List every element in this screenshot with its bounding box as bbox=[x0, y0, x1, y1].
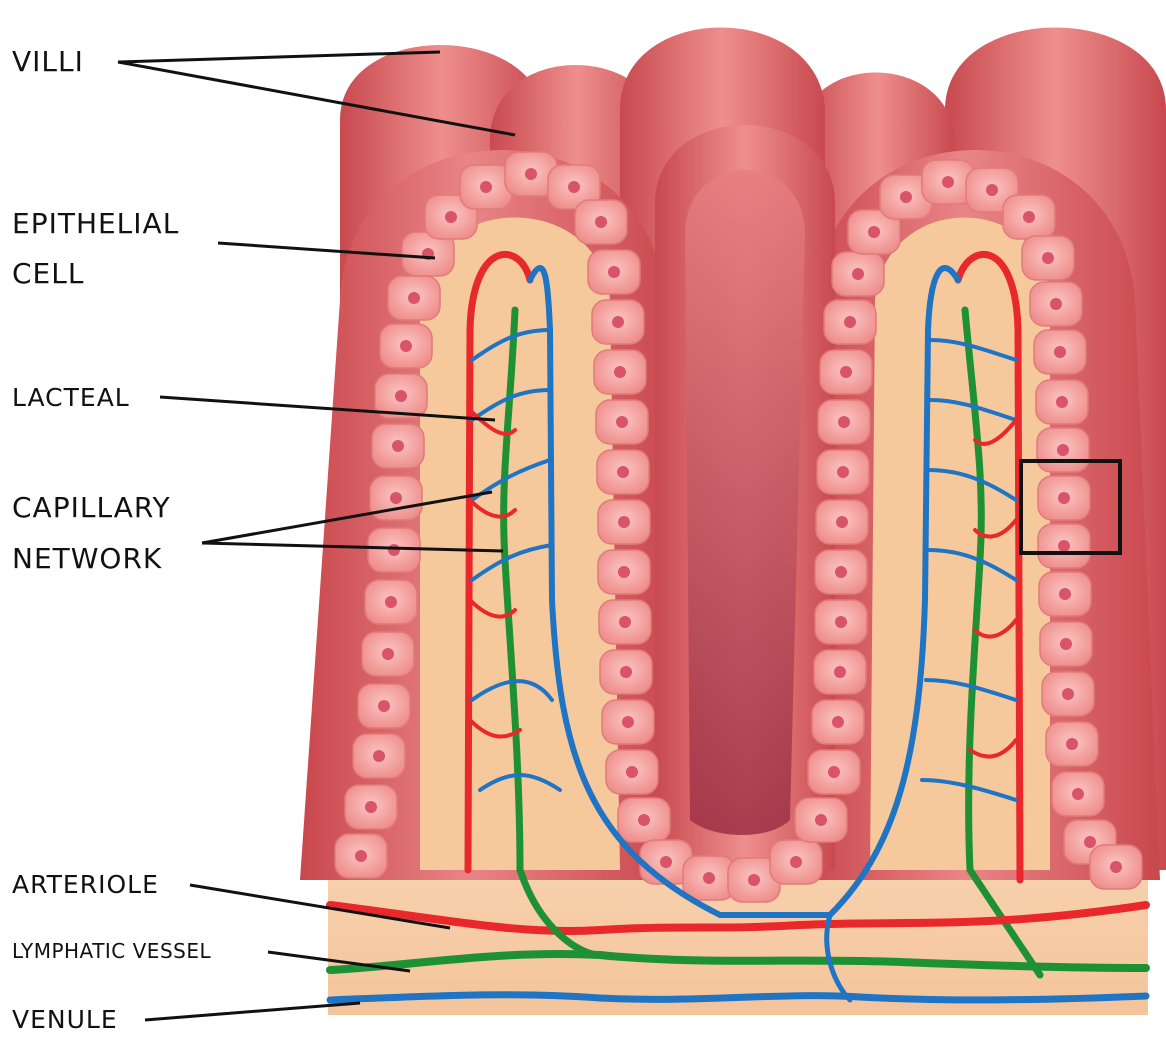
label-capillary-line2: NETWORK bbox=[12, 541, 162, 577]
label-lacteal: LACTEAL bbox=[12, 380, 130, 416]
label-villi: VILLI bbox=[12, 44, 84, 80]
label-epithelial-line1: EPITHELIAL bbox=[12, 206, 179, 242]
label-lymphatic-vessel: LYMPHATIC VESSEL bbox=[12, 939, 211, 963]
label-venule: VENULE bbox=[12, 1002, 118, 1038]
label-epithelial-line2: CELL bbox=[12, 256, 84, 292]
label-arteriole: ARTERIOLE bbox=[12, 867, 159, 903]
venule-leader bbox=[145, 1003, 360, 1020]
label-capillary-line1: CAPILLARY bbox=[12, 490, 171, 526]
